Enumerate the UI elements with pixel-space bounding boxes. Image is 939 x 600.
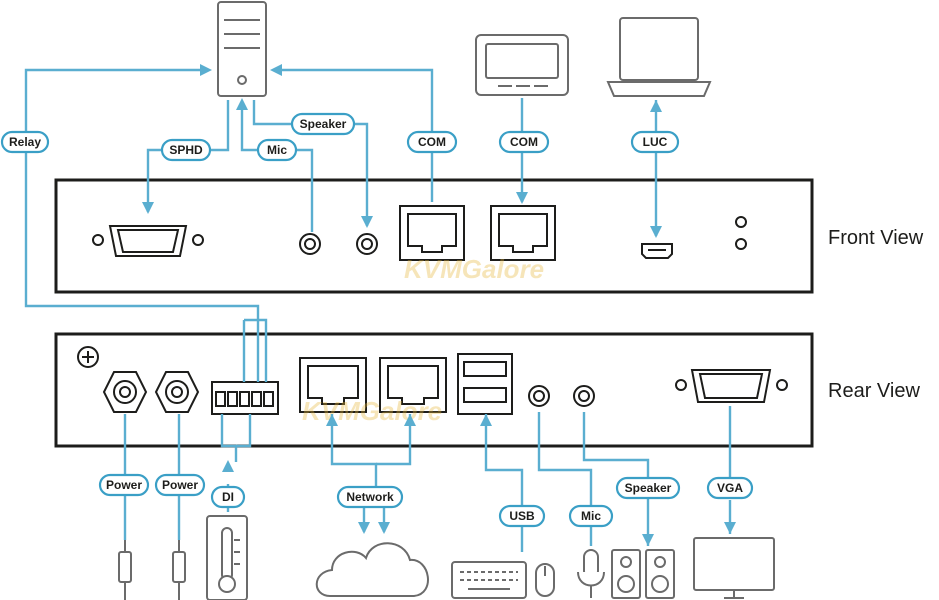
network-port-1-icon [299,357,367,413]
svg-text:Power: Power [162,478,198,492]
power-jack-1-icon [102,371,148,413]
svg-text:SPHD: SPHD [169,143,203,157]
svg-text:Speaker: Speaker [625,481,672,495]
monitor-icon [693,537,775,599]
watermark-front: KVMGalore [404,254,544,284]
power-plug-1-icon [118,540,132,600]
svg-text:Speaker: Speaker [300,117,347,131]
label-relay: Relay [0,130,50,154]
vga-port-icon [675,369,788,403]
speakers-icon [611,549,675,599]
label-vga: VGA [706,476,754,500]
keyboard-icon [451,561,527,599]
com-port-1-icon [399,205,465,261]
mouse-icon [535,563,555,597]
sphd-port-icon [92,225,204,257]
svg-text:Mic: Mic [581,509,601,523]
rear-view-label: Rear View [828,380,920,402]
label-com-1: COM [406,130,458,154]
label-mic-top: Mic [256,138,298,162]
label-usb: USB [498,504,546,528]
led-2-icon [735,238,747,250]
svg-text:VGA: VGA [717,481,743,495]
label-di: DI [210,485,246,509]
front-view-label: Front View [828,227,924,249]
label-power-2: Power [154,473,206,497]
svg-text:USB: USB [509,509,535,523]
svg-text:DI: DI [222,490,234,504]
led-1-icon [735,216,747,228]
server-icon [217,1,267,97]
cloud-icon [315,542,429,597]
speaker-jack-icon [356,233,378,255]
svg-text:Power: Power [106,478,142,492]
power-jack-2-icon [154,371,200,413]
luc-port-icon [641,243,673,259]
svg-text:Relay: Relay [9,135,41,149]
label-network: Network [336,485,404,509]
power-plug-2-icon [172,540,186,600]
watermark-rear: KVMGalore [302,396,442,426]
rear-panel [54,332,814,448]
ground-screw-icon [77,346,99,368]
laptop-icon [606,17,712,97]
label-power-1: Power [98,473,150,497]
temperature-sensor-icon [206,515,248,600]
terminal-icon [475,34,569,96]
arrowheads [142,64,736,546]
svg-text:COM: COM [418,135,446,149]
svg-text:Mic: Mic [267,143,287,157]
label-speaker-top: Speaker [290,112,356,136]
front-panel [54,178,814,294]
label-luc: LUC [630,130,680,154]
label-com-2: COM [498,130,550,154]
label-mic-bottom: Mic [568,504,614,528]
network-port-2-icon [379,357,447,413]
rear-mic-jack-icon [528,385,550,407]
mic-jack-icon [299,233,321,255]
svg-text:Network: Network [346,490,394,504]
svg-text:COM: COM [510,135,538,149]
label-speaker-bottom: Speaker [615,476,681,500]
microphone-icon [577,549,605,598]
label-sphd: SPHD [160,138,212,162]
svg-text:LUC: LUC [643,135,668,149]
com-port-2-icon [490,205,556,261]
rear-speaker-jack-icon [573,385,595,407]
